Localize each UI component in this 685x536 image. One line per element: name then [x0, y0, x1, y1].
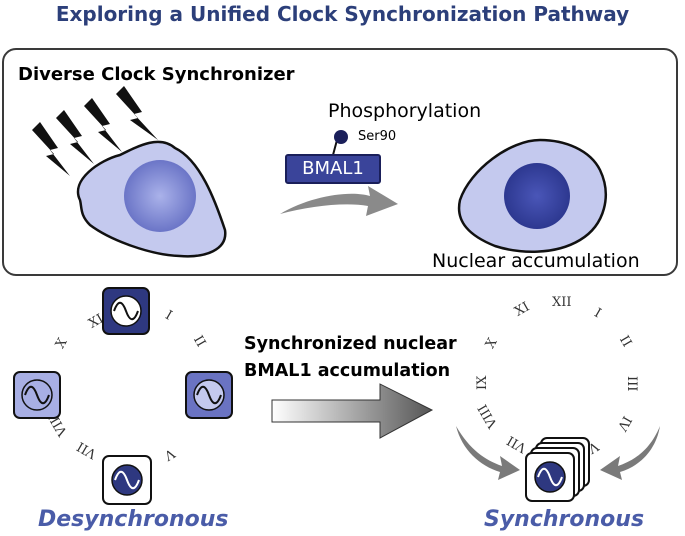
numeral-right-ix: IX: [475, 375, 490, 390]
bmal1-protein-box: BMAL1: [285, 154, 381, 184]
lightning-bolt-icon: [84, 98, 122, 152]
oscillator-icon-left: [13, 371, 61, 419]
desynchronous-caption: Desynchronous: [38, 507, 229, 532]
numeral-right-iv: IV: [614, 413, 635, 434]
nucleus-after-icon: [504, 163, 570, 229]
arrow-label-line1: Synchronized nuclear: [244, 334, 457, 354]
synchronous-caption: Synchronous: [484, 507, 645, 532]
numeral-right-x: X: [483, 335, 501, 351]
numeral-right-vii: VII: [505, 432, 530, 455]
transition-arrow: [280, 186, 398, 216]
numeral-left-v: V: [161, 445, 178, 463]
numeral-left-x: X: [53, 335, 71, 351]
lightning-bolt-icon: [32, 122, 70, 176]
phosphorylation-label: Phosphorylation: [328, 100, 482, 122]
phosphate-icon: [334, 130, 348, 144]
nuclear-accumulation-label: Nuclear accumulation: [432, 250, 640, 272]
synchronization-arrow-label: Synchronized nuclear BMAL1 accumulation: [244, 331, 457, 385]
numeral-left-i: I: [163, 308, 175, 324]
numeral-right-xi: XI: [512, 299, 532, 319]
nucleus-before-icon: [124, 160, 196, 232]
numeral-left-xi: XI: [86, 311, 106, 331]
page-title: Exploring a Unified Clock Synchronizatio…: [55, 2, 630, 26]
synchronization-arrow: [271, 383, 434, 439]
right-clock-face: XII XI I II X IX III VIII IV VII V: [475, 295, 639, 456]
numeral-right-viii: VIII: [476, 401, 502, 431]
ser90-label: Ser90: [358, 129, 397, 144]
oscillator-icon-bottom: [102, 455, 152, 505]
numeral-left-vii: VII: [75, 438, 100, 461]
synchronizer-heading: Diverse Clock Synchronizer: [18, 64, 295, 85]
numeral-right-i: I: [592, 306, 604, 322]
converge-arrow-right: [600, 426, 660, 480]
numeral-right-ii: II: [616, 333, 634, 349]
numeral-right-iii: III: [624, 376, 639, 391]
arrow-label-line2: BMAL1 accumulation: [244, 361, 451, 381]
numeral-right-xii: XII: [552, 295, 572, 310]
lightning-bolt-icon: [116, 86, 158, 140]
converge-arrow-left: [456, 426, 520, 480]
numeral-left-ii: II: [190, 333, 208, 349]
lightning-bolt-icon: [56, 110, 94, 164]
synchronized-oscillator-stack: [525, 437, 590, 502]
top-panel: [2, 48, 678, 276]
oscillator-icon-right: [185, 371, 233, 419]
oscillator-icon-top: [102, 287, 150, 335]
lightning-bolt-icons: [32, 86, 158, 176]
